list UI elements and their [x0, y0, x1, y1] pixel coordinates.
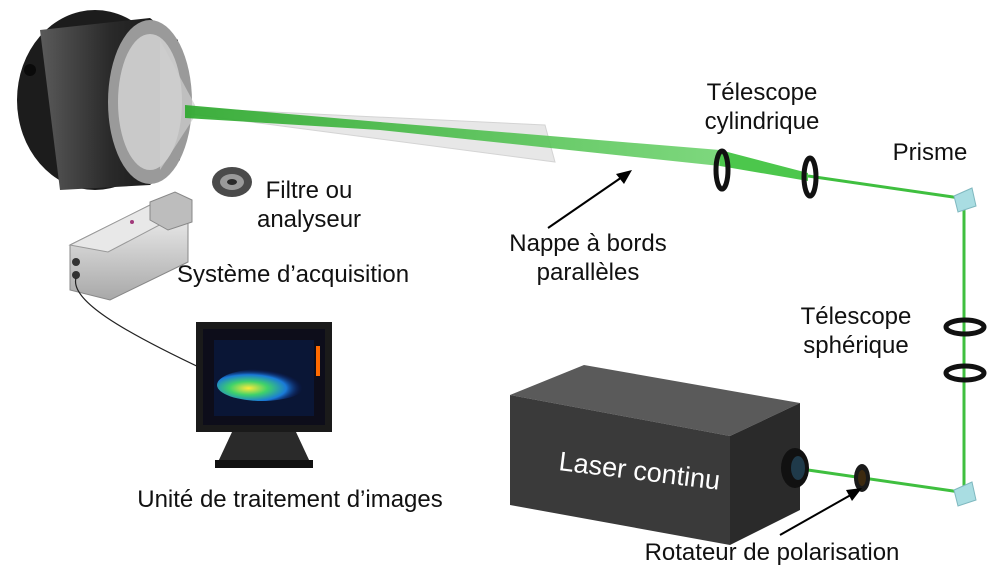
spherical-telescope-lenses: [943, 317, 987, 383]
monitor: [196, 322, 332, 468]
laser-beam: [185, 105, 966, 494]
label-telescope-sph-line1: Télescope: [800, 303, 912, 330]
label-processing: Unité de traitement d’images: [137, 486, 443, 513]
cylindrical-telescope-lenses: [713, 148, 819, 199]
label-rotator: Rotateur de polarisation: [644, 539, 900, 566]
polarization-rotator: [854, 464, 870, 492]
prism-top: [953, 187, 977, 213]
label-telescope-cylindrical: Télescope cylindrique: [692, 78, 832, 136]
camera: [68, 191, 193, 301]
filter-disk: [212, 167, 252, 197]
arrow-rotator: [779, 488, 862, 536]
nozzle-cylinder: [17, 10, 192, 190]
label-telescope-sph-line2: sphérique: [803, 332, 909, 359]
spray-cone: [160, 40, 556, 170]
prism-bottom: [953, 481, 977, 507]
label-sheet-line1: Nappe à bords: [509, 230, 667, 257]
label-filter-line2: analyseur: [256, 206, 362, 233]
label-sheet: Nappe à bords parallèles: [487, 229, 689, 287]
label-telescope-cyl-line1: Télescope: [706, 79, 818, 106]
label-telescope-spherical: Télescope sphérique: [786, 302, 926, 360]
label-prism: Prisme: [892, 139, 968, 166]
label-sheet-line2: parallèles: [536, 259, 640, 286]
laser-box: Laser continu: [510, 365, 809, 545]
arrow-sheet: [547, 170, 632, 229]
label-telescope-cyl-line2: cylindrique: [704, 108, 820, 135]
label-acquisition: Système d’acquisition: [176, 261, 410, 288]
label-filter-line1: Filtre ou: [265, 177, 353, 204]
label-filter: Filtre ou analyseur: [248, 176, 370, 234]
camera-cable: [74, 277, 206, 371]
